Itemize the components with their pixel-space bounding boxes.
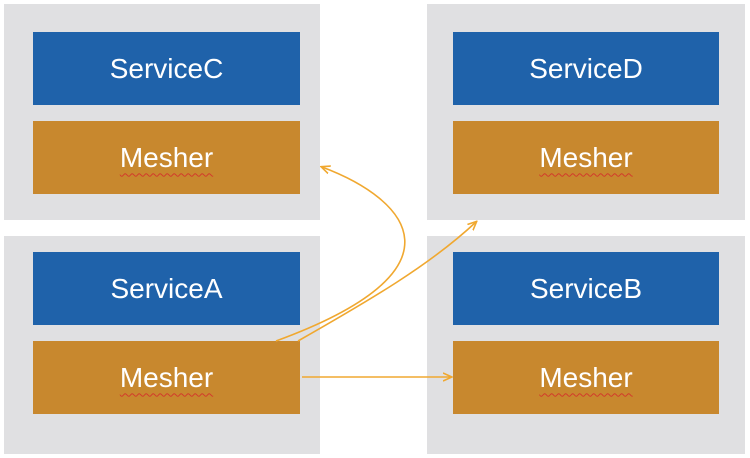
mesher-a-label: Mesher bbox=[119, 361, 214, 393]
service-a-label: ServiceA bbox=[110, 272, 223, 304]
mesher-b-box: Mesher bbox=[453, 341, 719, 414]
service-d-box: ServiceD bbox=[453, 32, 719, 105]
mesher-c-label: Mesher bbox=[119, 141, 214, 173]
service-c-label: ServiceC bbox=[109, 52, 224, 84]
mesher-a-box: Mesher bbox=[33, 341, 300, 414]
service-b-box: ServiceB bbox=[453, 252, 719, 325]
service-d-label: ServiceD bbox=[529, 52, 643, 84]
service-a-box: ServiceA bbox=[33, 252, 300, 325]
service-c-box: ServiceC bbox=[33, 32, 300, 105]
mesher-b-label: Mesher bbox=[539, 361, 633, 393]
mesher-d-box: Mesher bbox=[453, 121, 719, 194]
mesher-d-label: Mesher bbox=[539, 141, 633, 173]
service-b-label: ServiceB bbox=[529, 272, 643, 304]
mesher-c-box: Mesher bbox=[33, 121, 300, 194]
